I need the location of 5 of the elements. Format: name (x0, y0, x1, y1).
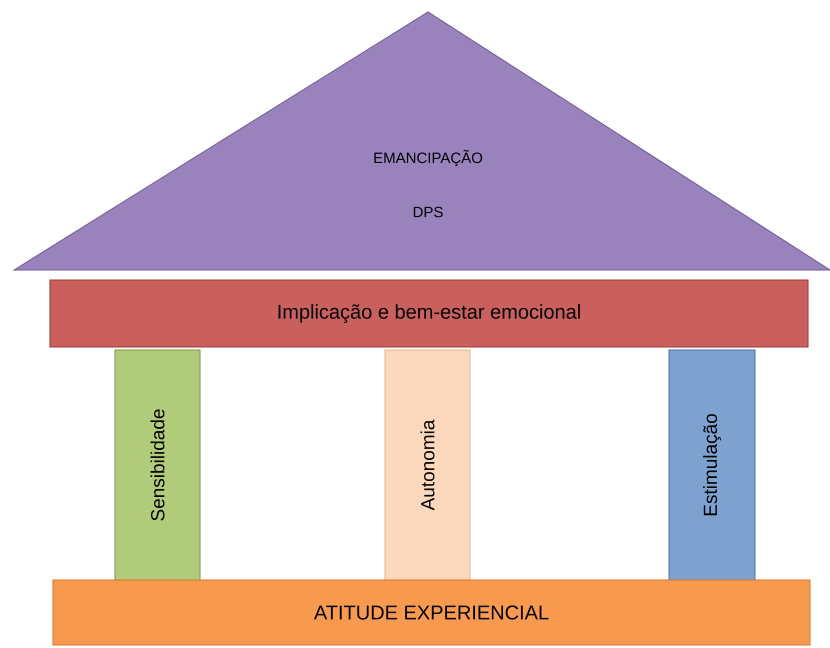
pillar: Autonomia (384, 350, 470, 580)
base-band: ATITUDE EXPERIENCIAL (52, 580, 810, 646)
pillar: Estimulação (668, 350, 756, 580)
beam-band: Implicação e bem-estar emocional (50, 280, 808, 348)
pillar: Sensibilidade (114, 350, 200, 580)
